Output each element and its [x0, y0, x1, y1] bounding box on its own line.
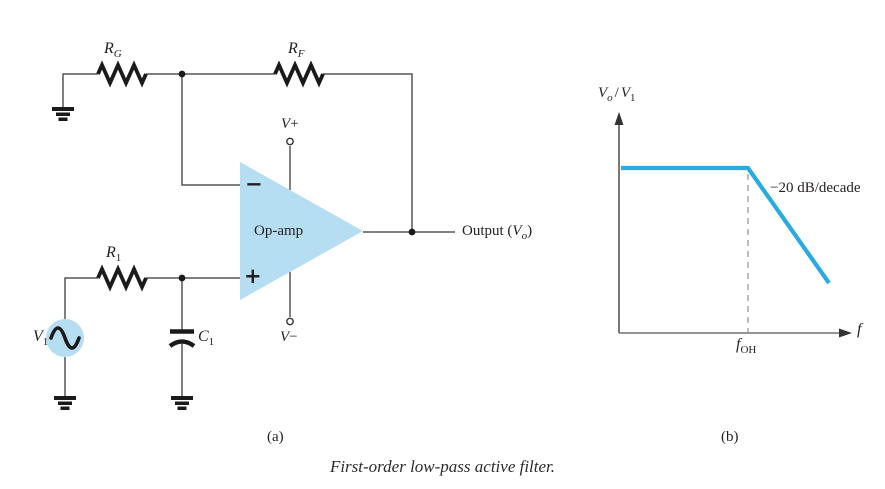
- slope-annotation: −20 dB/decade: [770, 180, 861, 196]
- graph-x-axis-label: f: [857, 321, 862, 338]
- capacitor-bottom-plate: [168, 339, 196, 348]
- ground-symbol-top-left: [52, 107, 74, 121]
- wire-rf-to-output-node: [323, 73, 413, 232]
- response-curve: [621, 165, 831, 285]
- ground-symbol-c1: [171, 396, 193, 410]
- node-dot-feedback: [178, 70, 186, 78]
- vminus-terminal-circle: [286, 317, 294, 326]
- resistor-rg: [96, 60, 148, 88]
- wire-ground-to-rg: [62, 73, 98, 107]
- output-label: Output (Vo): [462, 223, 533, 242]
- resistor-r1: [96, 264, 148, 292]
- noninverting-input-sign: +: [244, 264, 262, 288]
- vplus-label: V+: [281, 116, 299, 132]
- inverting-input-sign: −: [245, 172, 263, 196]
- op-amp-triangle: [240, 162, 363, 300]
- r1-label: R1: [106, 244, 122, 265]
- wire-feedback-to-inverting-input: [181, 74, 240, 186]
- node-dot-input: [178, 274, 186, 282]
- panel-b-label: (b): [721, 429, 739, 445]
- node-dot-output: [408, 228, 416, 236]
- op-amp-label: Op-amp: [254, 223, 304, 239]
- graph-y-axis-label: Vo/V1: [598, 85, 636, 104]
- sine-wave-icon: [49, 326, 81, 350]
- frequency-response-graph: [614, 112, 852, 338]
- rg-label: RG: [104, 40, 122, 61]
- wire-v1-to-r1: [64, 277, 98, 319]
- rf-label: RF: [288, 40, 305, 61]
- panel-a-label: (a): [267, 429, 284, 445]
- resistor-rf: [273, 60, 325, 88]
- y-axis-arrow-icon: [614, 112, 624, 125]
- v1-label: V1: [33, 328, 49, 349]
- ground-symbol-v1: [54, 396, 76, 410]
- x-axis-arrow-icon: [839, 328, 852, 338]
- cutoff-frequency-label: fOH: [736, 336, 757, 357]
- vminus-label: V−: [280, 329, 298, 345]
- vplus-terminal-circle: [286, 137, 294, 146]
- c1-label: C1: [198, 328, 215, 349]
- figure-caption: First-order low-pass active filter.: [329, 457, 556, 476]
